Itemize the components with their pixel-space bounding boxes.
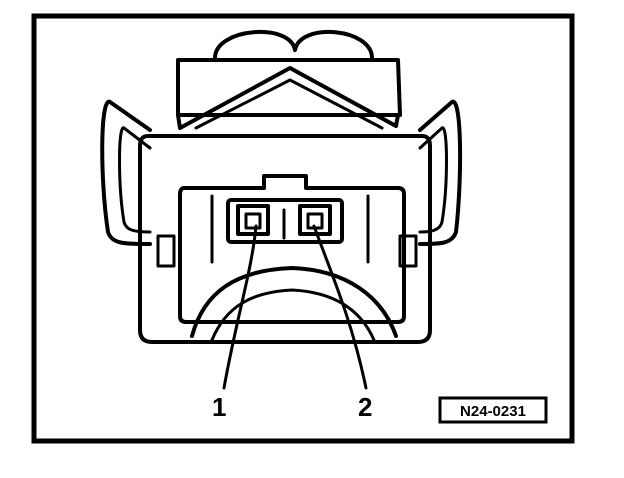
reference-code-box: [438, 396, 548, 424]
left-side-tab: [156, 234, 176, 268]
callout-1-label: 1: [212, 392, 226, 422]
terminal-pin-1: [236, 204, 270, 236]
callout-2-label: 2: [358, 392, 372, 422]
left-locking-clip: [100, 99, 152, 246]
right-locking-clip-inner: [418, 126, 448, 234]
connector-housing: [138, 134, 432, 344]
connector-top-humps: [176, 29, 402, 117]
diagram-frame: [31, 13, 575, 444]
terminal-block: [226, 198, 344, 244]
callout-2-leader: [312, 224, 368, 390]
right-side-tab: [398, 234, 418, 268]
socket-inner-wall: [210, 194, 370, 264]
cable-outer: [190, 266, 398, 338]
reference-code: N24-0231: [460, 403, 526, 420]
cable-inner: [210, 288, 376, 342]
socket-opening: [178, 174, 406, 324]
connector-rear-ridge: [194, 78, 384, 130]
right-locking-clip: [418, 99, 463, 246]
connector-rear-shell: [176, 66, 400, 130]
callout-1-leader: [222, 224, 258, 390]
left-locking-clip-inner: [118, 126, 152, 234]
